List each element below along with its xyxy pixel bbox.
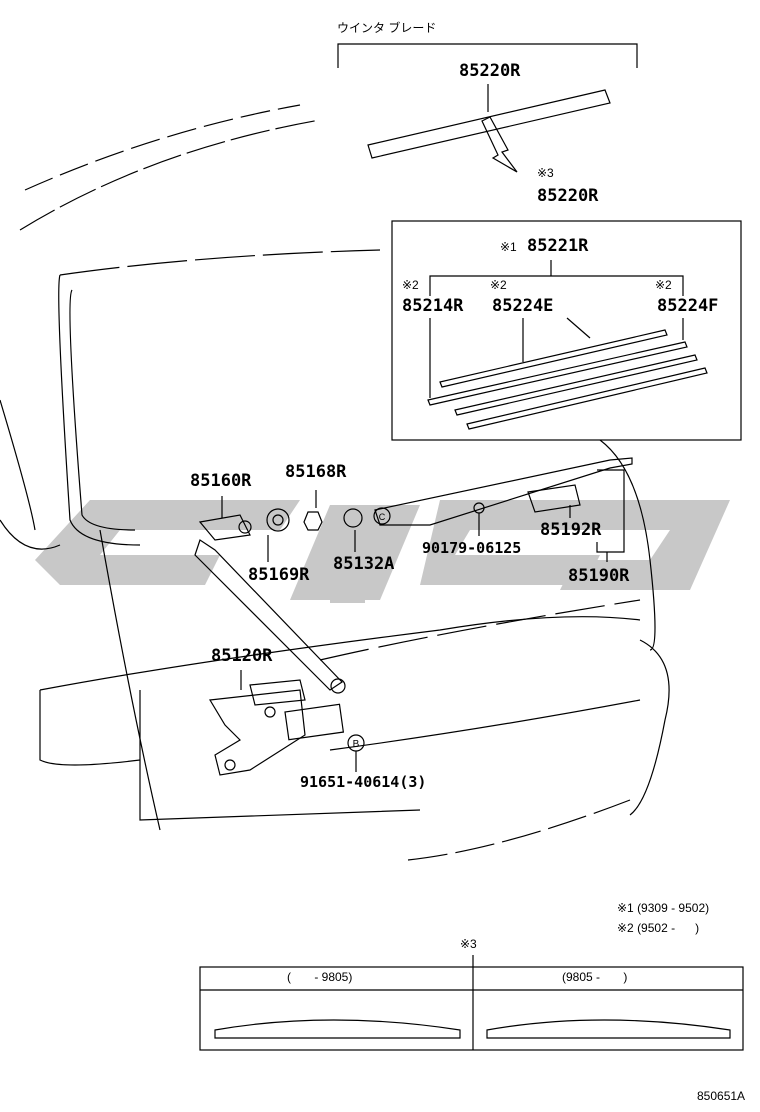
legend-note-1: ※1 (9309 - 9502) [617, 901, 710, 915]
vehicle-outline [0, 104, 670, 861]
note-2a: ※2 [402, 278, 419, 292]
note-1: ※1 [500, 240, 517, 254]
table-note-3: ※3 [460, 937, 477, 951]
callout-c: C [379, 512, 386, 522]
part-85221R: 85221R [527, 236, 589, 256]
legend-note-2: ※2 (9502 - ) [617, 921, 700, 935]
watermark-logo [35, 500, 730, 603]
part-85224F: 85224F [657, 296, 719, 316]
part-85224E: 85224E [492, 296, 554, 316]
note-3: ※3 [537, 166, 554, 180]
part-85192R: 85192R [540, 520, 602, 540]
part-85220R: 85220R [537, 186, 599, 206]
part-85120R: 85120R [211, 646, 273, 666]
table-col-2: (9805 - ) [562, 970, 628, 984]
part-85160R: 85160R [190, 471, 252, 491]
part-90179-06125: 90179-06125 [422, 539, 522, 557]
japanese-title: ウインタ ブレード [337, 21, 437, 35]
part-91651-40614: 91651-40614(3) [300, 773, 427, 791]
diagram-code: 850651A [697, 1089, 746, 1103]
note-2b: ※2 [490, 278, 507, 292]
part-85190R: 85190R [568, 566, 630, 586]
part-85220R-top: 85220R [459, 61, 521, 81]
part-85214R: 85214R [402, 296, 464, 316]
part-85168R: 85168R [285, 462, 347, 482]
note-2c: ※2 [655, 278, 672, 292]
callout-b: B [353, 739, 360, 750]
part-85132A: 85132A [333, 554, 395, 574]
part-85169R: 85169R [248, 565, 310, 585]
table-col-1: ( - 9805) [287, 970, 353, 984]
leader-lines [194, 43, 744, 1051]
